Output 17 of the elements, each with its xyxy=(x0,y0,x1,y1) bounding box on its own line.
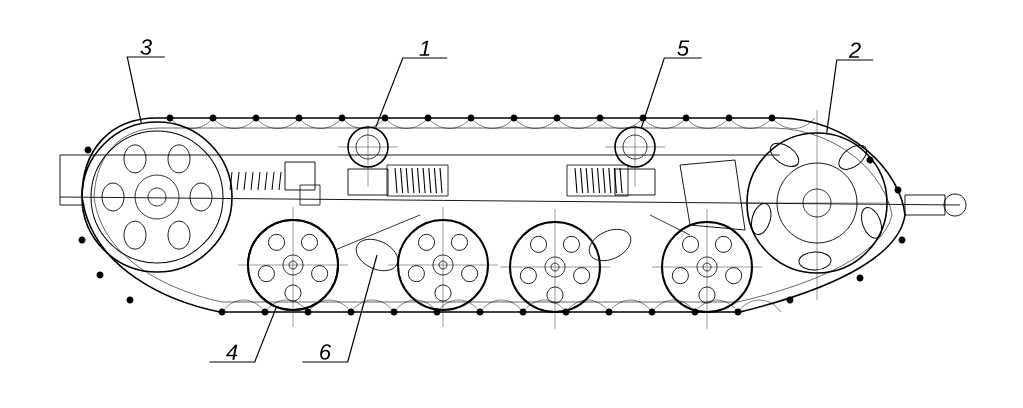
callout-number: 3 xyxy=(140,39,152,55)
leader-line xyxy=(826,59,874,134)
return-roller xyxy=(614,126,656,168)
leader-line xyxy=(126,56,166,124)
leader-line xyxy=(301,254,378,363)
road-wheel xyxy=(247,219,339,311)
callout-number: 4 xyxy=(226,344,238,360)
idler-wheel xyxy=(81,121,233,273)
return-roller xyxy=(347,126,389,168)
callout-number: 1 xyxy=(419,40,430,56)
callout-number: 5 xyxy=(677,40,690,56)
leader-line xyxy=(208,307,277,363)
callout-number: 6 xyxy=(320,344,332,360)
leader-line xyxy=(374,57,448,129)
leader-line xyxy=(640,57,703,128)
drive-sprocket xyxy=(746,132,888,274)
callout-number: 2 xyxy=(848,42,861,58)
